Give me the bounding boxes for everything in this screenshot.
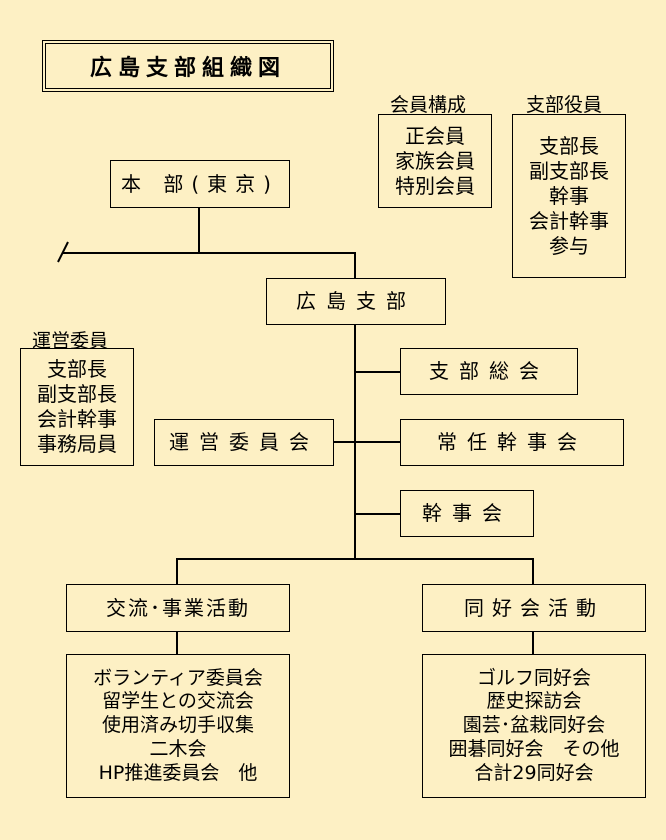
- connector-hq-down: [198, 208, 200, 254]
- connector-to-branch: [354, 252, 356, 278]
- exchange-activities-list: ボランティア委員会 留学生との交流会 使用済み切手収集 二木会 HP推進委員会 …: [66, 654, 290, 798]
- connector-executive: [356, 513, 400, 515]
- membership-item: 特別会員: [395, 173, 475, 198]
- list-item: ボランティア委員会: [93, 666, 263, 689]
- membership-caption: 会員構成: [390, 94, 467, 116]
- membership-item: 正会員: [405, 123, 465, 148]
- steering-item: 会計幹事: [37, 407, 117, 431]
- steering-caption: 運営委員: [32, 330, 109, 352]
- list-item: HP推進委員会 他: [98, 761, 258, 784]
- connector-activities: [176, 558, 534, 560]
- membership-box: 正会員 家族会員 特別会員: [378, 114, 492, 208]
- officer-item: 会計幹事: [529, 208, 609, 233]
- node-club-activities: 同好会活動: [422, 584, 646, 632]
- club-activities-list: ゴルフ同好会 歴史探訪会 園芸･盆栽同好会 囲碁同好会 その他 合計29同好会: [422, 654, 646, 798]
- node-hiroshima-branch: 広島支部: [266, 278, 446, 325]
- officer-item: 参与: [549, 233, 589, 258]
- connector-general-meeting: [356, 371, 400, 373]
- officers-box: 支部長 副支部長 幹事 会計幹事 参与: [512, 114, 626, 278]
- connector-clubs: [532, 558, 534, 584]
- list-item: 留学生との交流会: [102, 690, 254, 713]
- connector-exchange: [176, 558, 178, 584]
- steering-box: 支部長 副支部長 会計幹事 事務局員: [20, 348, 134, 466]
- steering-item: 副支部長: [37, 382, 117, 406]
- list-item: 使用済み切手収集: [101, 714, 254, 737]
- list-item: 二木会: [149, 737, 207, 760]
- steering-item: 事務局員: [37, 432, 117, 456]
- list-item: 歴史探訪会: [486, 690, 582, 713]
- list-item: 合計29同好会: [474, 761, 594, 784]
- officers-caption: 支部役員: [526, 94, 603, 116]
- node-exchange-activities: 交流･事業活動: [66, 584, 290, 632]
- connector-clubs-list: [532, 632, 534, 654]
- node-steering-committee: 運営委員会: [154, 419, 334, 466]
- officer-item: 幹事: [549, 183, 589, 208]
- node-headquarters: 本 部(東京): [110, 160, 290, 208]
- connector-committees: [334, 441, 400, 443]
- node-general-meeting: 支部総会: [400, 348, 578, 395]
- connector-hq-branch: [62, 252, 356, 254]
- list-item: 園芸･盆栽同好会: [462, 714, 606, 737]
- officer-item: 副支部長: [529, 158, 609, 183]
- officer-item: 支部長: [539, 133, 599, 158]
- node-standing-committee: 常任幹事会: [400, 419, 624, 466]
- list-item: 囲碁同好会 その他: [448, 737, 620, 760]
- node-executive-committee: 幹事会: [400, 490, 534, 537]
- steering-item: 支部長: [47, 357, 107, 381]
- membership-item: 家族会員: [395, 148, 475, 173]
- page-title: 広島支部組織図: [42, 40, 334, 92]
- connector-exchange-list: [176, 632, 178, 654]
- list-item: ゴルフ同好会: [476, 666, 591, 689]
